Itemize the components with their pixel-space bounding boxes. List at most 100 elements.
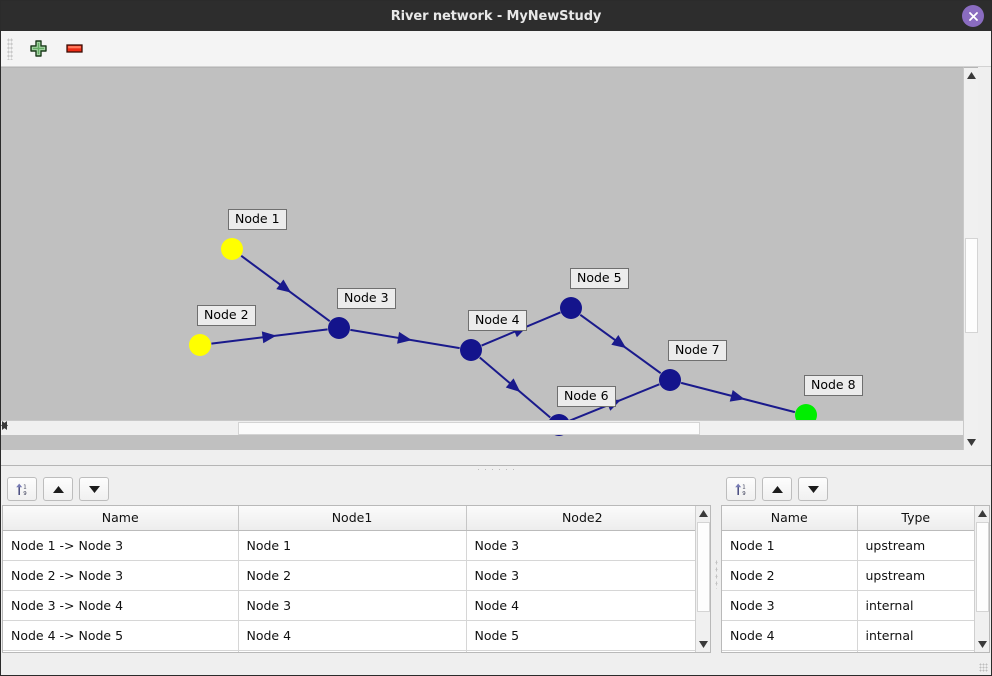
node-label[interactable]: Node 4 — [468, 310, 527, 331]
table-cell[interactable]: Node 2 -> Node 3 — [3, 560, 239, 591]
triangle-up-icon — [978, 510, 987, 517]
table-cell[interactable]: Node 2 — [238, 560, 467, 591]
red-minus-icon — [65, 44, 83, 53]
nodes-toolbar: 1 9 — [720, 473, 991, 505]
svg-text:9: 9 — [742, 491, 746, 497]
table-cell[interactable]: Node 4 — [238, 620, 467, 651]
nodes-move-down-button[interactable] — [798, 477, 828, 501]
table-cell[interactable]: Node 4 — [466, 590, 695, 621]
network-node[interactable] — [560, 297, 582, 319]
node-label[interactable]: Node 8 — [804, 375, 863, 396]
table-cell[interactable]: Node 3 -> Node 4 — [3, 590, 239, 621]
table-cell[interactable]: Node 1 — [238, 530, 467, 561]
column-header-node1[interactable]: Node1 — [238, 506, 467, 531]
reaches-vscroll-down-arrow[interactable] — [696, 637, 710, 652]
canvas-vscrollbar[interactable] — [963, 67, 978, 450]
network-node[interactable] — [189, 334, 211, 356]
table-cell[interactable] — [3, 650, 239, 652]
window-title: River network - MyNewStudy — [390, 8, 602, 24]
reaches-vscroll-thumb[interactable] — [697, 522, 710, 612]
triangle-up-icon — [771, 485, 783, 493]
nodes-vscroll-down-arrow[interactable] — [975, 637, 989, 652]
table-cell[interactable]: upstream — [857, 530, 974, 561]
nodes-sort-button[interactable]: 1 9 — [726, 477, 756, 501]
reaches-move-up-button[interactable] — [43, 477, 73, 501]
close-icon — [968, 11, 978, 21]
canvas-hscrollbar[interactable] — [1, 420, 963, 435]
table-cell[interactable]: upstream — [857, 560, 974, 591]
reaches-vscroll-up-arrow[interactable] — [696, 506, 710, 521]
table-cell[interactable]: Node 4 — [722, 620, 858, 651]
column-header-name[interactable]: Name — [3, 506, 239, 531]
network-node[interactable] — [460, 339, 482, 361]
column-header-node2[interactable]: Node2 — [466, 506, 695, 531]
vscroll-thumb[interactable] — [965, 238, 978, 333]
table-cell[interactable]: Node 1 -> Node 3 — [3, 530, 239, 561]
table-cell[interactable] — [466, 650, 695, 652]
resize-grip-icon[interactable] — [979, 663, 988, 672]
vscroll-up-arrow[interactable] — [964, 68, 979, 83]
triangle-down-icon — [967, 439, 976, 446]
reaches-statusbar — [1, 653, 712, 675]
reaches-sort-button[interactable]: 1 9 — [7, 477, 37, 501]
network-node[interactable] — [328, 317, 350, 339]
horizontal-splitter[interactable] — [1, 465, 991, 473]
table-cell[interactable]: internal — [857, 590, 974, 621]
table-cell[interactable]: Node 5 — [466, 620, 695, 651]
close-button[interactable] — [962, 5, 984, 27]
node-label[interactable]: Node 1 — [228, 209, 287, 230]
network-node[interactable] — [659, 369, 681, 391]
hscroll-right-arrow[interactable] — [2, 421, 963, 436]
table-cell[interactable]: Node 3 — [466, 530, 695, 561]
add-node-button[interactable] — [25, 36, 51, 62]
nodes-vscroll-up-arrow[interactable] — [975, 506, 989, 521]
table-row-empty[interactable] — [3, 650, 695, 652]
network-node[interactable] — [221, 238, 243, 260]
green-plus-icon — [29, 40, 47, 57]
nodes-move-up-button[interactable] — [762, 477, 792, 501]
column-header-name[interactable]: Name — [722, 506, 858, 531]
table-cell[interactable]: Node 3 — [722, 590, 858, 621]
hscroll-track[interactable] — [16, 421, 948, 436]
table-cell[interactable]: Node 2 — [722, 560, 858, 591]
hscroll-thumb[interactable] — [238, 421, 700, 435]
vertical-splitter[interactable] — [712, 473, 720, 675]
edge-arrowhead-icon — [397, 331, 412, 344]
table-cell[interactable] — [722, 650, 858, 652]
reaches-move-down-button[interactable] — [79, 477, 109, 501]
triangle-down-icon — [88, 485, 100, 493]
network-canvas[interactable]: Node 1 Node 2 Node 3 Node 4 Node 5 Node 6 Node… — [1, 67, 963, 450]
node-label[interactable]: Node 7 — [668, 340, 727, 361]
table-cell[interactable]: Node 1 — [722, 530, 858, 561]
table-cell[interactable]: Node 3 — [466, 560, 695, 591]
node-label[interactable]: Node 6 — [557, 386, 616, 407]
toolbar-drag-handle[interactable] — [7, 37, 13, 60]
table-cell[interactable] — [238, 650, 467, 652]
vscroll-down-arrow[interactable] — [964, 435, 979, 450]
main-toolbar — [1, 31, 991, 67]
nodes-vscrollbar[interactable] — [974, 506, 989, 652]
delete-node-button[interactable] — [61, 36, 87, 62]
table-cell[interactable]: internal — [857, 620, 974, 651]
table-cell[interactable]: Node 3 — [238, 590, 467, 621]
table-cell[interactable] — [857, 650, 974, 652]
column-header-type[interactable]: Type — [857, 506, 974, 531]
node-label[interactable]: Node 3 — [337, 288, 396, 309]
reaches-vscrollbar[interactable] — [695, 506, 710, 652]
node-label[interactable]: Node 5 — [570, 268, 629, 289]
nodes-vscroll-thumb[interactable] — [976, 522, 989, 612]
table-cell[interactable]: Node 4 -> Node 5 — [3, 620, 239, 651]
table-row-empty[interactable] — [722, 650, 974, 652]
node-label[interactable]: Node 2 — [197, 305, 256, 326]
